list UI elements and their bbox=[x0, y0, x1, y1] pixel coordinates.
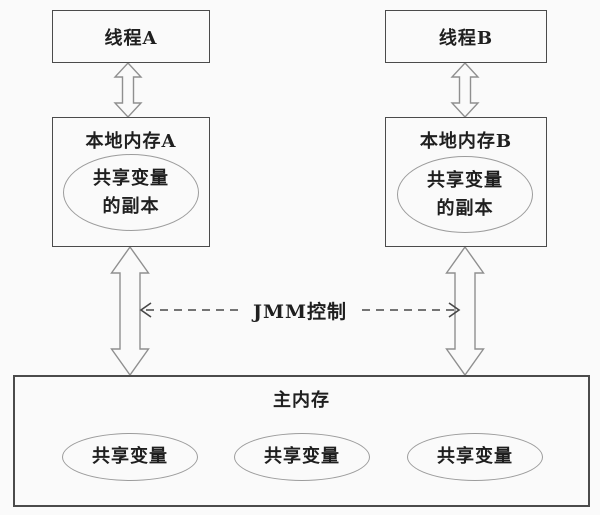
shared-variable-2-label: 共享变量 bbox=[264, 446, 340, 467]
shared-variable-copy-b-line2: 的副本 bbox=[436, 197, 494, 219]
local-memory-a-title: 本地内存A bbox=[85, 131, 177, 152]
local-memory-b-box bbox=[385, 117, 547, 247]
thread-b-local-b-arrow bbox=[450, 61, 480, 119]
shared-variable-copy-ellipse-b: 共享变量 的副本 bbox=[397, 156, 533, 233]
thread-a-box: 线程A bbox=[52, 10, 210, 63]
shared-variable-3-label: 共享变量 bbox=[437, 446, 513, 467]
thread-b-label: 线程B bbox=[438, 27, 494, 49]
thread-a-local-a-arrow bbox=[113, 61, 143, 119]
shared-variable-copy-b-line1: 共享变量 bbox=[427, 169, 503, 191]
thread-b-box: 线程B bbox=[385, 10, 547, 63]
jmm-control-dashed-arrow bbox=[139, 302, 461, 318]
shared-variable-ellipse-3: 共享变量 bbox=[407, 433, 543, 481]
jmm-control-label: JMM控制 bbox=[252, 300, 348, 323]
shared-variable-ellipse-1: 共享变量 bbox=[62, 433, 198, 481]
shared-variable-copy-a-line2: 的副本 bbox=[102, 195, 160, 217]
local-b-main-memory-arrow bbox=[445, 245, 485, 377]
shared-variable-copy-ellipse-a: 共享变量 的副本 bbox=[63, 154, 199, 231]
shared-variable-copy-a-line1: 共享变量 bbox=[93, 167, 169, 189]
local-memory-a-box bbox=[52, 117, 210, 247]
thread-a-label: 线程A bbox=[104, 27, 158, 49]
main-memory-box bbox=[13, 375, 590, 507]
shared-variable-1-label: 共享变量 bbox=[92, 446, 168, 467]
local-memory-b-title: 本地内存B bbox=[419, 131, 513, 152]
main-memory-title: 主内存 bbox=[273, 390, 330, 411]
shared-variable-ellipse-2: 共享变量 bbox=[234, 433, 370, 481]
